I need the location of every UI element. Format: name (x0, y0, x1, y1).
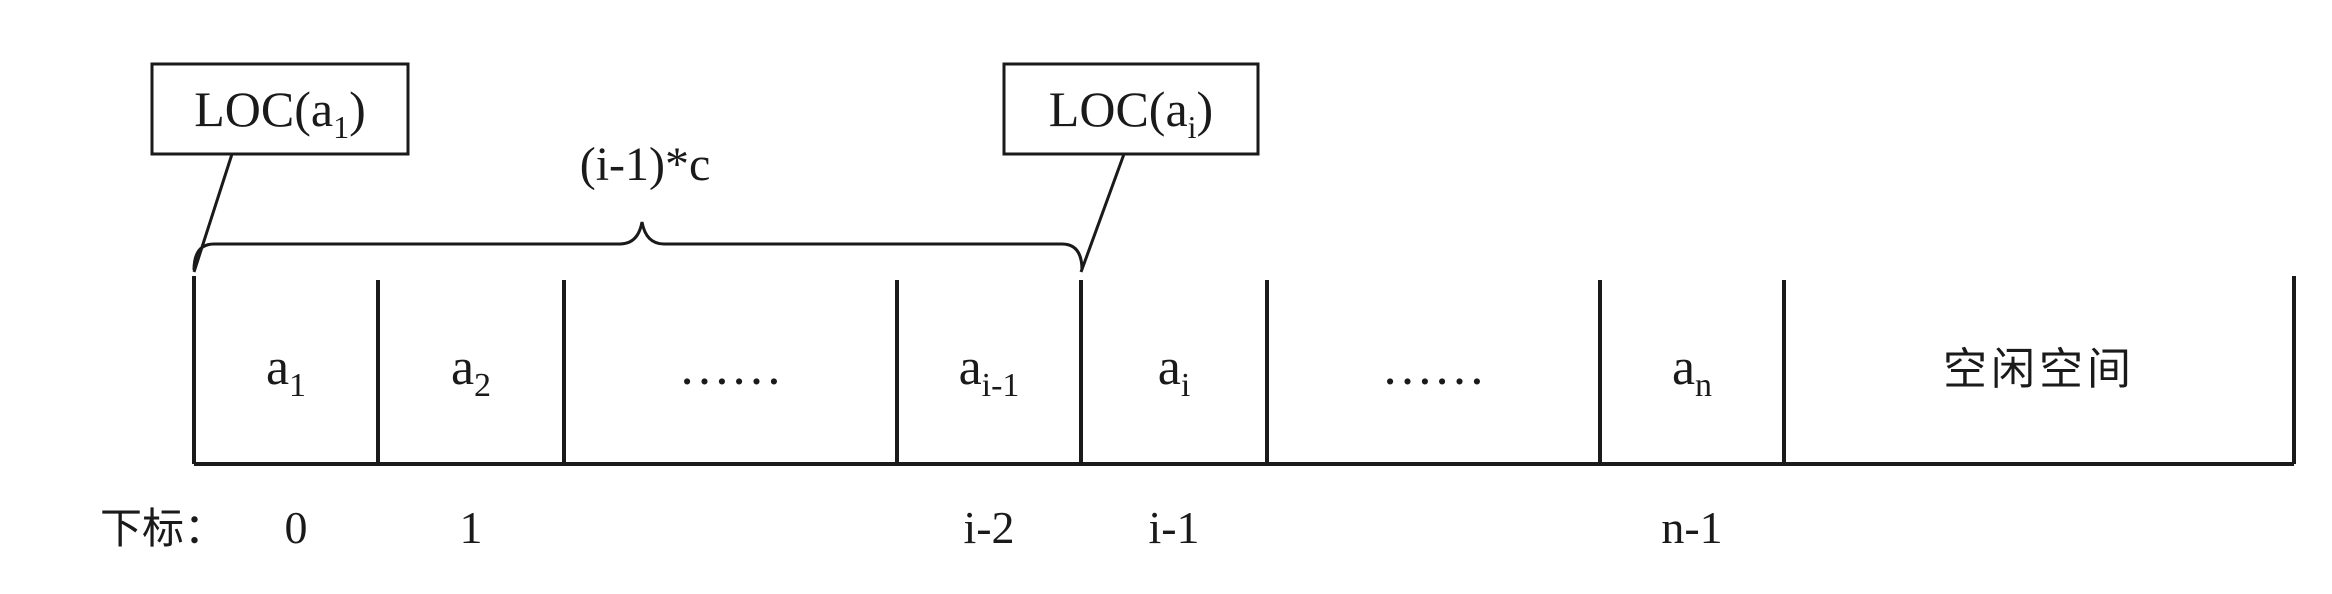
array-cell: …… (679, 339, 783, 396)
span-brace: (i-1)*c (192, 138, 1084, 271)
array-cell: a2 (451, 339, 491, 404)
cell-label: a2 (451, 339, 491, 404)
cell-subscript: 1 (289, 367, 306, 404)
cell-subscript: n (1695, 367, 1712, 404)
cell-main-text: a (1158, 339, 1181, 396)
loc-current-text: LOC(a (1049, 81, 1188, 137)
cell-label: 空闲空间 (1943, 344, 2135, 395)
index-row: 下标： 0 1 i-2 i-1 n-1 (100, 502, 1723, 553)
loc-current-callout: LOC(ai) (1002, 62, 1260, 273)
loc-first-callout: LOC(a1) (150, 62, 410, 273)
cell-label: an (1672, 339, 1712, 404)
cell-main-text: …… (679, 339, 783, 396)
cell-label: ai-1 (959, 339, 1020, 404)
index-label: 1 (460, 502, 483, 553)
cell-label: …… (1382, 339, 1486, 396)
loc-current-subscript: i (1188, 109, 1197, 145)
array-cell: a1 (266, 339, 306, 404)
cell-subscript: i (1181, 367, 1190, 404)
index-label: 0 (285, 502, 308, 553)
loc-current-box (1002, 62, 1260, 156)
loc-current-label: LOC(ai) (1049, 81, 1213, 145)
cell-main-text: 空闲空间 (1943, 344, 2135, 395)
cell-subscript: 2 (474, 367, 491, 404)
array-cell: an (1672, 339, 1712, 404)
index-label: i-2 (963, 502, 1014, 553)
cell-label: a1 (266, 339, 306, 404)
index-label: i-1 (1148, 502, 1199, 553)
array-cell: ai (1158, 339, 1191, 404)
cell-main-text: a (959, 339, 982, 396)
loc-first-subscript: 1 (333, 109, 349, 145)
loc-first-text: LOC(a (194, 81, 333, 137)
span-label: (i-1)*c (580, 138, 711, 191)
cell-label: …… (679, 339, 783, 396)
cell-main-text: a (1672, 339, 1695, 396)
loc-first-label: LOC(a1) (194, 81, 366, 145)
array-cell: …… (1382, 339, 1486, 396)
cell-label: ai (1158, 339, 1191, 404)
cell-subscript: i-1 (982, 367, 1020, 404)
loc-first-box (150, 62, 410, 156)
array-cell: 空闲空间 (1943, 344, 2135, 395)
loc-first-close: ) (349, 81, 366, 137)
loc-first-pointer (192, 153, 234, 273)
loc-current-close: ) (1197, 81, 1214, 137)
array-cell: ai-1 (959, 339, 1020, 404)
cell-main-text: …… (1382, 339, 1486, 396)
index-prefix: 下标： (100, 504, 226, 553)
index-label: n-1 (1661, 502, 1722, 553)
loc-current-pointer (1079, 153, 1126, 273)
cell-main-text: a (266, 339, 289, 396)
brace-icon (192, 221, 1084, 271)
cell-main-text: a (451, 339, 474, 396)
